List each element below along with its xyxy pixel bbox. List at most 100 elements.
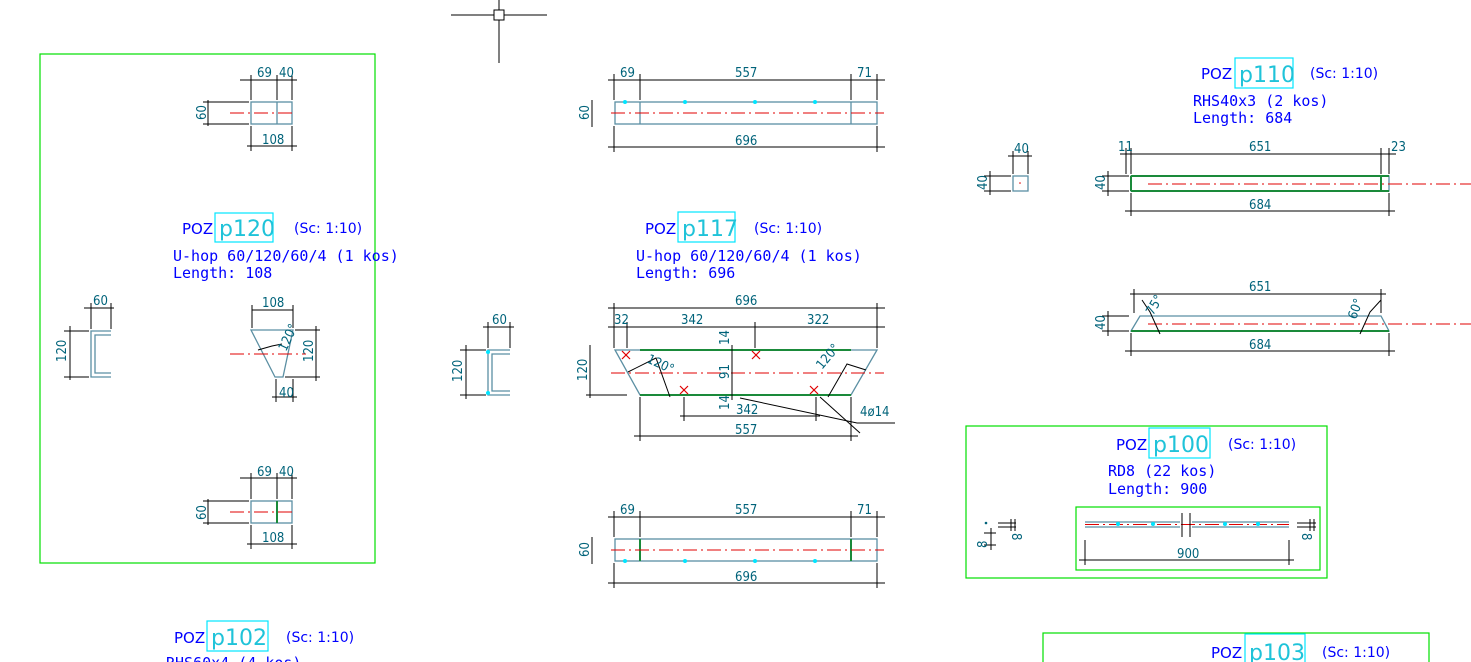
scale-label: (Sc: 1:10) (1322, 645, 1390, 661)
scale-label: (Sc: 1:10) (754, 221, 822, 237)
p117-bottom-view: 69 557 71 696 60 (578, 503, 885, 588)
dim-label: 108 (262, 531, 284, 546)
p100-bar-view: 900 8 (1079, 513, 1316, 565)
dim-label: 11 (1118, 140, 1133, 155)
position-box (206, 620, 269, 652)
dim-label: 557 (735, 503, 757, 518)
p100-section-view: 8 8 (976, 519, 1023, 550)
p120-side-view: 108 120° 120 40 (230, 296, 320, 402)
dim-label: 120 (302, 340, 317, 362)
dim-label: 651 (1249, 140, 1271, 155)
length-label: Length: 696 (636, 264, 735, 282)
dim-label: 14 (718, 395, 733, 410)
dim-label: 322 (807, 313, 829, 328)
dim-label: 40 (1014, 142, 1029, 157)
dim-label: 342 (736, 403, 758, 418)
p110-side-view: 651 75° 60° 684 40 (1094, 280, 1471, 356)
rebar-label: 4ø14 (860, 405, 889, 420)
position-number: p120 (219, 217, 275, 242)
dim-label: 60 (195, 505, 210, 520)
profile-description: RHS60x4 (4 kos) (166, 654, 301, 662)
dim-label: 108 (262, 133, 284, 148)
dim-label: 120 (451, 360, 466, 382)
scale-label: (Sc: 1:10) (1310, 66, 1378, 82)
dim-label: 8 (1008, 533, 1023, 540)
p103-frame (1042, 632, 1430, 662)
p117-section-view: 60 120 (451, 313, 514, 399)
dim-label: 75° (1143, 293, 1166, 318)
scale-label: (Sc: 1:10) (286, 630, 354, 646)
poz-label: POZ (1201, 65, 1232, 83)
dim-label: 40 (1094, 175, 1109, 190)
p110-top-view: 11 651 23 684 40 (1094, 140, 1471, 216)
dim-label: 71 (857, 503, 872, 518)
dim-label: 120 (55, 340, 70, 362)
dim-label: 60 (578, 105, 593, 120)
dim-label: 60 (578, 542, 593, 557)
dim-label: 696 (735, 134, 757, 149)
dim-label: 684 (1249, 198, 1271, 213)
dim-label: 60 (492, 313, 507, 328)
dim-label: 60° (1346, 297, 1367, 322)
poz-label: POZ (174, 629, 205, 647)
position-box (1234, 57, 1294, 89)
dim-label: 60 (93, 294, 108, 309)
position-box (214, 212, 274, 243)
dim-label: 8 (976, 541, 991, 548)
p120-bottom-view: 69 40 108 60 (195, 465, 297, 549)
position-number: p102 (211, 626, 267, 651)
position-number: p110 (1239, 63, 1295, 88)
position-number: p100 (1153, 433, 1209, 458)
dim-label: 8 (1298, 533, 1313, 540)
poz-label: POZ (645, 220, 676, 238)
p100-frame (965, 425, 1328, 579)
dim-label: 60 (195, 105, 210, 120)
dim-label: 557 (735, 66, 757, 81)
p100-inner-frame (1075, 506, 1321, 571)
dim-label: 69 (257, 465, 272, 480)
position-number: p103 (1249, 641, 1305, 662)
dim-label: 14 (718, 330, 733, 345)
poz-label: POZ (1211, 644, 1242, 662)
profile-description: RHS40x3 (2 kos) (1193, 92, 1328, 110)
dim-label: 40 (1094, 315, 1109, 330)
dim-label: 91 (718, 364, 733, 379)
position-box (677, 211, 736, 243)
dim-label: 557 (735, 423, 757, 438)
length-label: Length: 108 (173, 264, 272, 282)
position-box (1148, 427, 1211, 459)
p117-top-view: 69 557 71 696 60 (578, 66, 885, 152)
dim-label: 684 (1249, 338, 1271, 353)
dim-label: 71 (857, 66, 872, 81)
p120-top-view: 69 40 108 60 (195, 66, 297, 151)
dim-label: 342 (681, 313, 703, 328)
p110-section-view: 40 40 (976, 142, 1032, 195)
profile-description: U-hop 60/120/60/4 (1 kos) (636, 247, 862, 265)
dim-label: 23 (1391, 140, 1406, 155)
dim-label: 120° (644, 352, 676, 378)
position-box (1244, 633, 1306, 662)
p120-frame (39, 53, 376, 564)
dim-label: 120 (576, 359, 591, 381)
scale-label: (Sc: 1:10) (1228, 437, 1296, 453)
p117-side-view: 696 32 342 322 120 14 91 14 120° 120° 34… (576, 294, 895, 441)
dim-label: 696 (735, 294, 757, 309)
poz-label: POZ (182, 220, 213, 238)
profile-description: RD8 (22 kos) (1108, 462, 1216, 480)
dim-label: 69 (257, 66, 272, 81)
dim-label: 696 (735, 570, 757, 585)
dim-label: 69 (620, 503, 635, 518)
dim-label: 40 (279, 386, 294, 401)
dim-label: 40 (279, 465, 294, 480)
dim-label: 40 (279, 66, 294, 81)
dim-label: 900 (1177, 547, 1199, 562)
poz-label: POZ (1116, 436, 1147, 454)
length-label: Length: 684 (1193, 109, 1292, 127)
p120-section-view: 60 120 (55, 294, 114, 380)
dim-label: 69 (620, 66, 635, 81)
dim-label: 108 (262, 296, 284, 311)
dim-label: 651 (1249, 280, 1271, 295)
dim-label: 40 (976, 175, 991, 190)
